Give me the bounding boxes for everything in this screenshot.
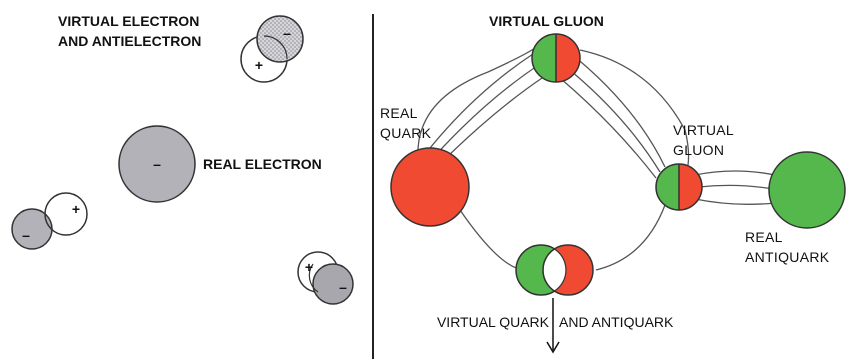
virtual-antielectron [44, 192, 88, 236]
plus-sign: + [305, 259, 313, 275]
minus-sign: – [22, 227, 30, 243]
label-virtual-gluon-top: VIRTUAL GLUON [489, 13, 604, 29]
quark-panel: VIRTUAL GLUON REAL QUARK VIRTUAL GLUON R… [380, 13, 846, 354]
label-real-antiquark-line2: ANTIQUARK [745, 249, 830, 265]
real-electron: – [118, 125, 196, 203]
label-real-antiquark-line1: REAL [745, 229, 783, 245]
virtual-electron [11, 208, 53, 250]
label-virtual-electron-line2: AND ANTIELECTRON [58, 33, 201, 49]
gluon-flux-lines [417, 47, 776, 271]
virtual-gluon-top [531, 33, 581, 83]
electron-panel: – + VIRTUAL ELECTRON AND ANTIELECTRON – … [11, 13, 354, 305]
label-real-quark-line1: REAL [380, 105, 418, 121]
label-real-electron: REAL ELECTRON [203, 156, 322, 172]
label-virtual-quark: VIRTUAL QUARK [437, 314, 550, 330]
virtual-electron [256, 15, 304, 63]
real-quark [390, 147, 470, 227]
virtual-electron-pair-left: – + [11, 192, 88, 250]
label-virtual-gluon-right-line1: VIRTUAL [673, 122, 734, 138]
label-virtual-gluon-right-line2: GLUON [673, 142, 724, 158]
minus-sign: – [339, 279, 347, 295]
down-arrow-icon [546, 298, 560, 354]
virtual-electron-pair-right: + – [297, 251, 354, 305]
label-and-antiquark: AND ANTIQUARK [559, 314, 674, 330]
virtual-electron-pair-top: – + [240, 15, 304, 83]
plus-sign: + [72, 201, 80, 217]
real-antiquark [768, 151, 846, 229]
plus-sign: + [255, 57, 263, 73]
minus-sign: – [283, 25, 291, 41]
minus-sign: – [153, 156, 161, 172]
virtual-quark-antiquark-pair [515, 244, 594, 296]
label-virtual-electron-line1: VIRTUAL ELECTRON [58, 13, 199, 29]
virtual-gluon-right [655, 163, 703, 211]
label-real-quark-line2: QUARK [380, 125, 432, 141]
virtual-electron [312, 263, 354, 305]
